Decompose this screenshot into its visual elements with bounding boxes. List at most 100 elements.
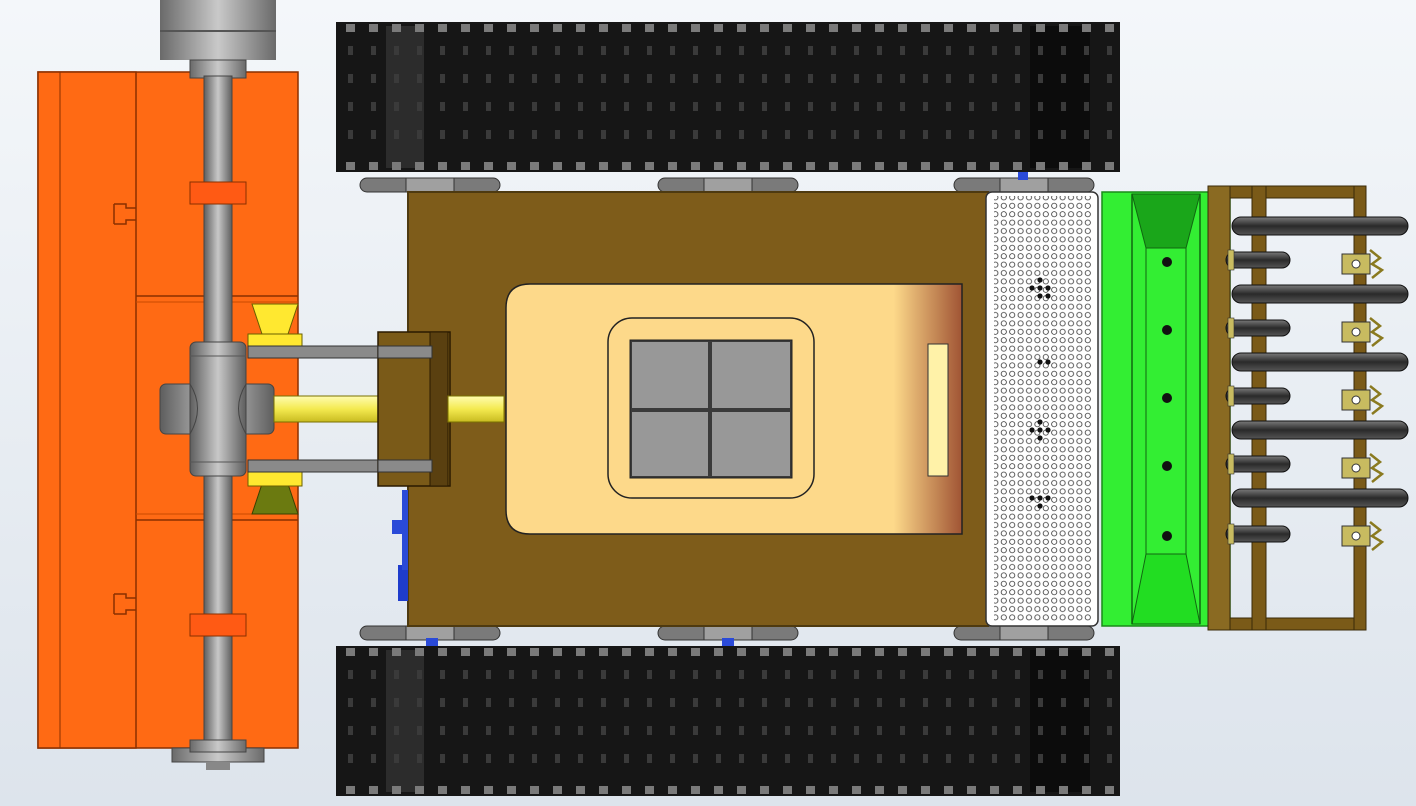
wheel-hub: [703, 625, 753, 641]
track-lug: [1082, 24, 1091, 32]
track-lug: [944, 648, 953, 656]
track-lug: [967, 162, 976, 170]
track-lug: [438, 162, 447, 170]
track-pin: [716, 670, 721, 679]
track-pin: [532, 726, 537, 735]
track-lug: [484, 648, 493, 656]
track-lug: [691, 648, 700, 656]
track-pin: [601, 130, 606, 139]
track-pin: [716, 74, 721, 83]
wheel-hub: [405, 625, 455, 641]
track-pin: [831, 74, 836, 83]
track-pin: [394, 726, 399, 735]
track-lug: [1013, 162, 1022, 170]
track-pin: [486, 726, 491, 735]
track-lug: [875, 786, 884, 794]
track-pin: [1015, 726, 1020, 735]
cross-hub: [189, 341, 247, 477]
track-pin: [992, 698, 997, 707]
bottom-track: [336, 646, 1120, 796]
clip-spring: [1369, 249, 1385, 279]
rear-rod: [1231, 420, 1409, 440]
track-pin: [946, 46, 951, 55]
wheel-hub: [405, 177, 455, 193]
track-pin: [440, 670, 445, 679]
track-pin: [992, 74, 997, 83]
track-lug: [553, 162, 562, 170]
track-pin: [555, 698, 560, 707]
track-pin: [1084, 130, 1089, 139]
track-pin: [1107, 130, 1112, 139]
track-lug: [346, 162, 355, 170]
perforation-dark: [1045, 293, 1051, 299]
track-pin: [532, 130, 537, 139]
track-pin: [647, 698, 652, 707]
track-pin: [762, 130, 767, 139]
track-pin: [670, 754, 675, 763]
track-lug: [484, 162, 493, 170]
track-lug: [921, 24, 930, 32]
track-pin: [555, 754, 560, 763]
track-pin: [578, 698, 583, 707]
track-pin: [693, 102, 698, 111]
track-pin: [486, 102, 491, 111]
track-pin: [509, 754, 514, 763]
perforation-dark: [1029, 285, 1035, 291]
track-pin: [1061, 74, 1066, 83]
track-pin: [693, 670, 698, 679]
perforation-dark: [1045, 495, 1051, 501]
track-pin: [808, 754, 813, 763]
track-lug: [875, 162, 884, 170]
track-lug: [599, 24, 608, 32]
track-pin: [1038, 46, 1043, 55]
track-pin: [348, 698, 353, 707]
hitch-arm: [377, 345, 433, 359]
track-lug: [369, 786, 378, 794]
track-lug: [576, 648, 585, 656]
track-lug: [530, 786, 539, 794]
track-pin: [463, 754, 468, 763]
track-lug: [737, 786, 746, 794]
clip-spring: [1369, 317, 1385, 347]
track-pin: [831, 698, 836, 707]
track-pin: [601, 698, 606, 707]
track-pin: [647, 74, 652, 83]
track-lug: [392, 162, 401, 170]
track-pin: [1084, 102, 1089, 111]
hopper-bolt: [1162, 393, 1172, 403]
track-pin: [900, 670, 905, 679]
track-pin: [670, 130, 675, 139]
track-pin: [1015, 102, 1020, 111]
track-pin: [578, 726, 583, 735]
rear-rod-short: [1225, 455, 1291, 473]
clip-spring: [1369, 385, 1385, 415]
track-pin: [969, 726, 974, 735]
track-pin: [1084, 698, 1089, 707]
track-pin: [1061, 754, 1066, 763]
track-lug: [760, 648, 769, 656]
track-pin: [578, 130, 583, 139]
track-pin: [1061, 726, 1066, 735]
track-pin: [440, 46, 445, 55]
track-lug: [1036, 648, 1045, 656]
track-pin: [463, 130, 468, 139]
track-pin: [463, 698, 468, 707]
track-lug: [921, 786, 930, 794]
track-lug: [530, 24, 539, 32]
track-pin: [1061, 46, 1066, 55]
track-pin: [693, 726, 698, 735]
track-lug: [507, 24, 516, 32]
track-pin: [417, 670, 422, 679]
track-lug: [875, 24, 884, 32]
track-lug: [760, 162, 769, 170]
track-pin: [1084, 726, 1089, 735]
track-pin: [624, 74, 629, 83]
rear-rod: [1231, 488, 1409, 508]
track-pin: [969, 754, 974, 763]
track-lug: [645, 786, 654, 794]
track-pin: [693, 754, 698, 763]
track-pin: [969, 46, 974, 55]
track-lug: [898, 162, 907, 170]
track-pin: [440, 74, 445, 83]
